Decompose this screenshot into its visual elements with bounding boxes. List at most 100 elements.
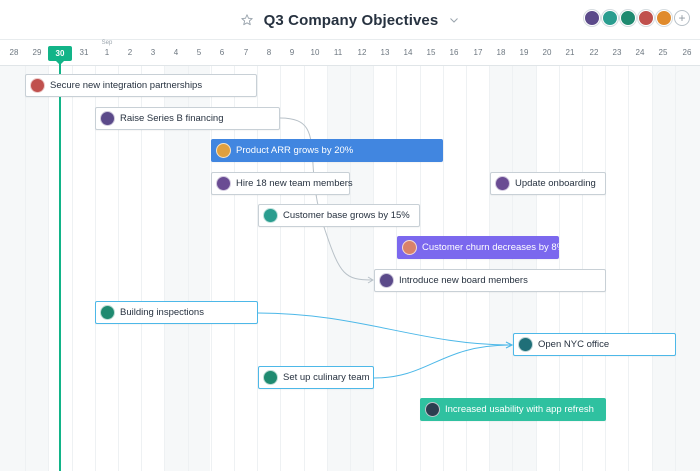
day-label: 2 — [127, 48, 133, 57]
day-label: 9 — [289, 48, 295, 57]
day-label: 28 — [9, 48, 19, 57]
task-label: Update onboarding — [515, 178, 596, 189]
day-label: 7 — [243, 48, 249, 57]
day-label: 8 — [266, 48, 272, 57]
grid-line — [675, 66, 676, 471]
project-header: Q3 Company Objectives + — [0, 0, 700, 40]
grid-line — [304, 66, 305, 471]
task-customer-churn[interactable]: Customer churn decreases by 8% — [397, 236, 565, 259]
task-secure-integration-partnerships[interactable]: Secure new integration partnerships — [25, 74, 257, 97]
task-building-inspections[interactable]: Building inspections — [95, 301, 258, 324]
avatar — [402, 240, 417, 255]
grid-line — [25, 66, 26, 471]
task-product-arr[interactable]: Product ARR grows by 20% — [211, 139, 443, 162]
day-label: 12 — [357, 48, 367, 57]
day-label: 29 — [32, 48, 42, 57]
grid-line — [489, 66, 490, 471]
grid-line — [164, 66, 165, 471]
grid-line — [141, 66, 142, 471]
task-hire-team-members[interactable]: Hire 18 new team members — [211, 172, 353, 195]
day-label: 19 — [519, 48, 529, 57]
grid-line — [234, 66, 235, 471]
task-label: Secure new integration partnerships — [50, 80, 203, 91]
grid-line — [350, 66, 351, 471]
grid-line — [512, 66, 513, 471]
member-avatars: + — [584, 10, 690, 26]
month-label: Sep — [101, 40, 113, 46]
chevron-down-icon[interactable] — [448, 14, 460, 26]
day-label: 6 — [219, 48, 225, 57]
day-label: 10 — [310, 48, 320, 57]
avatar — [379, 273, 394, 288]
day-label: 23 — [612, 48, 622, 57]
grid-line — [559, 66, 560, 471]
day-label: 31 — [79, 48, 89, 57]
task-label: Set up culinary team — [283, 372, 370, 383]
avatar — [518, 337, 533, 352]
page-title: Q3 Company Objectives — [263, 11, 439, 29]
avatar[interactable] — [656, 10, 672, 26]
grid-line — [211, 66, 212, 471]
grid-line — [280, 66, 281, 471]
grid-line — [72, 66, 73, 471]
weekend-shading — [164, 66, 210, 471]
day-label: 20 — [542, 48, 552, 57]
task-new-board-members[interactable]: Introduce new board members — [374, 269, 606, 292]
day-label: 24 — [635, 48, 645, 57]
day-label: 18 — [496, 48, 506, 57]
task-label: Customer base grows by 15% — [283, 210, 410, 221]
avatar — [263, 370, 278, 385]
day-label: 26 — [682, 48, 692, 57]
day-label: 21 — [565, 48, 575, 57]
add-member-button[interactable]: + — [674, 10, 690, 26]
task-raise-series-b[interactable]: Raise Series B financing — [95, 107, 280, 130]
avatar — [30, 78, 45, 93]
day-label: 15 — [426, 48, 436, 57]
avatar[interactable] — [584, 10, 600, 26]
grid-line — [327, 66, 328, 471]
day-label: 1 — [104, 48, 110, 57]
star-icon[interactable] — [240, 13, 254, 27]
grid-line — [652, 66, 653, 471]
day-label: 14 — [403, 48, 413, 57]
grid-line — [373, 66, 374, 471]
task-label: Introduce new board members — [399, 275, 528, 286]
grid-line — [188, 66, 189, 471]
grid-line — [396, 66, 397, 471]
task-label: Open NYC office — [538, 339, 610, 350]
task-customer-base-grows[interactable]: Customer base grows by 15% — [258, 204, 420, 227]
day-label: 3 — [150, 48, 156, 57]
weekend-shading — [0, 66, 48, 471]
grid-line — [443, 66, 444, 471]
avatar[interactable] — [602, 10, 618, 26]
day-label: 17 — [473, 48, 483, 57]
avatar — [263, 208, 278, 223]
grid-line — [605, 66, 606, 471]
avatar[interactable] — [620, 10, 636, 26]
task-label: Product ARR grows by 20% — [236, 145, 354, 156]
grid-line — [628, 66, 629, 471]
dependency-line — [257, 312, 512, 346]
grid-line — [582, 66, 583, 471]
today-marker: 30 — [48, 46, 72, 65]
title-bar: Q3 Company Objectives — [0, 0, 700, 40]
task-update-onboarding[interactable]: Update onboarding — [490, 172, 606, 195]
grid-line — [48, 66, 49, 471]
task-label: Raise Series B financing — [120, 113, 224, 124]
avatar[interactable] — [638, 10, 654, 26]
timeline-header: Sep 28 29 31 1 2 3 4 5 6 7 8 9 10 11 12 … — [0, 40, 700, 66]
day-label: 11 — [333, 48, 343, 57]
grid-line — [257, 66, 258, 471]
task-label: Building inspections — [120, 307, 204, 318]
avatar — [425, 402, 440, 417]
task-open-nyc-office[interactable]: Open NYC office — [513, 333, 676, 356]
avatar — [216, 143, 231, 158]
day-label: 4 — [173, 48, 179, 57]
task-app-refresh[interactable]: Increased usability with app refresh — [420, 398, 606, 421]
grid-line — [420, 66, 421, 471]
day-label: 5 — [196, 48, 202, 57]
day-label: 22 — [589, 48, 599, 57]
task-culinary-team[interactable]: Set up culinary team — [258, 366, 374, 389]
day-label: 25 — [658, 48, 668, 57]
avatar — [100, 305, 115, 320]
